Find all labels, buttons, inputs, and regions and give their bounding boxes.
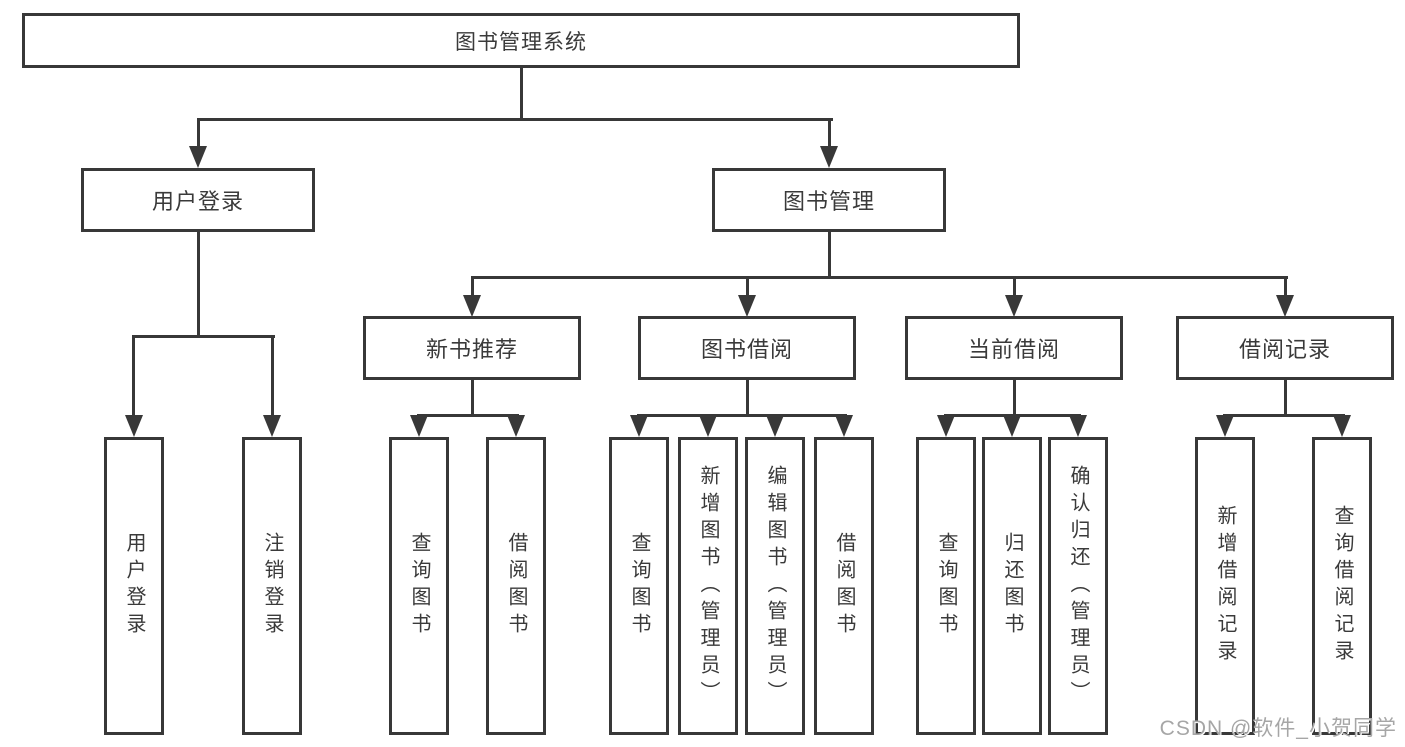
connector-new-book-split — [417, 414, 519, 417]
node-leaf-edit-book-admin-label: 编辑图书（管理员） — [764, 464, 786, 708]
connector-root-split — [197, 118, 833, 121]
node-book-management-label: 图书管理 — [782, 189, 875, 214]
node-borrowing-records-label: 借阅记录 — [1238, 337, 1331, 362]
node-leaf-return-books-label: 归还图书 — [1001, 532, 1023, 640]
arrowhead-new-book — [463, 295, 481, 317]
connector-current-shaft — [1013, 276, 1016, 298]
arrowhead-bb-edit — [766, 415, 784, 437]
csdn-watermark: CSDN @软件_小贺同学 — [1159, 717, 1397, 740]
node-leaf-user-login: 用户登录 — [104, 437, 164, 735]
arrowhead-book-borrow — [738, 295, 756, 317]
node-leaf-query-borrow-record: 查询借阅记录 — [1312, 437, 1372, 735]
connector-new-book-shaft — [471, 276, 474, 298]
connector-user-login-split — [132, 335, 275, 338]
arrowhead-rec-add — [1216, 415, 1234, 437]
node-leaf-add-book-admin-label: 新增图书（管理员） — [697, 464, 719, 708]
node-book-management: 图书管理 — [712, 168, 946, 232]
node-user-login: 用户登录 — [81, 168, 315, 232]
connector-root-stem — [520, 68, 523, 120]
arrowhead-current — [1005, 295, 1023, 317]
node-leaf-logout-label: 注销登录 — [261, 532, 283, 640]
node-leaf-edit-book-admin: 编辑图书（管理员） — [745, 437, 805, 735]
node-leaf-add-borrow-record: 新增借阅记录 — [1195, 437, 1255, 735]
node-leaf-bb-query-books-label: 查询图书 — [628, 532, 650, 640]
node-user-login-label: 用户登录 — [151, 189, 244, 214]
node-leaf-cb-query-books: 查询图书 — [916, 437, 976, 735]
connector-user-login-stem — [197, 232, 200, 337]
node-new-book-recommendation: 新书推荐 — [363, 316, 581, 380]
node-leaf-add-borrow-record-label: 新增借阅记录 — [1214, 505, 1236, 667]
arrowhead-records — [1276, 295, 1294, 317]
node-borrowing-records: 借阅记录 — [1176, 316, 1394, 380]
node-library-system-label: 图书管理系统 — [455, 30, 587, 54]
node-leaf-bb-query-books: 查询图书 — [609, 437, 669, 735]
arrowhead-bb-add — [699, 415, 717, 437]
connector-book-borrow-shaft — [746, 276, 749, 298]
node-leaf-logout: 注销登录 — [242, 437, 302, 735]
node-new-book-recommendation-label: 新书推荐 — [425, 337, 518, 362]
node-leaf-bb-borrow-books: 借阅图书 — [814, 437, 874, 735]
connector-book-mgmt-split — [471, 276, 1288, 279]
arrowhead-login-leaf — [125, 415, 143, 437]
node-leaf-query-borrow-record-label: 查询借阅记录 — [1331, 505, 1353, 667]
node-leaf-cb-query-books-label: 查询图书 — [935, 532, 957, 640]
connector-book-mgmt-stem — [828, 232, 831, 279]
connector-book-borrow-split — [637, 414, 847, 417]
connector-book-mgmt-shaft — [828, 118, 831, 148]
connector-new-book-stem — [471, 380, 474, 417]
node-book-borrowing-label: 图书借阅 — [700, 337, 793, 362]
node-leaf-confirm-return-admin-label: 确认归还（管理员） — [1067, 464, 1089, 708]
node-book-borrowing: 图书借阅 — [638, 316, 856, 380]
connector-book-borrow-stem — [746, 380, 749, 417]
node-leaf-add-book-admin: 新增图书（管理员） — [678, 437, 738, 735]
arrowhead-bb-borrow — [835, 415, 853, 437]
arrowhead-logout — [263, 415, 281, 437]
arrowhead-rec-query — [1333, 415, 1351, 437]
node-leaf-nb-query-books: 查询图书 — [389, 437, 449, 735]
connector-records-shaft — [1284, 276, 1287, 298]
arrowhead-nb-borrow — [507, 415, 525, 437]
connector-current-stem — [1013, 380, 1016, 417]
arrowhead-book-mgmt — [820, 146, 838, 168]
node-leaf-nb-borrow-books: 借阅图书 — [486, 437, 546, 735]
arrowhead-nb-query — [410, 415, 428, 437]
node-leaf-user-login-label: 用户登录 — [123, 532, 145, 640]
arrowhead-cb-query — [937, 415, 955, 437]
arrowhead-cb-confirm — [1069, 415, 1087, 437]
arrowhead-user-login — [189, 146, 207, 168]
node-library-system: 图书管理系统 — [22, 13, 1020, 68]
node-leaf-nb-borrow-books-label: 借阅图书 — [505, 532, 527, 640]
node-current-borrowing: 当前借阅 — [905, 316, 1123, 380]
connector-records-stem — [1284, 380, 1287, 417]
node-current-borrowing-label: 当前借阅 — [967, 337, 1060, 362]
node-leaf-return-books: 归还图书 — [982, 437, 1042, 735]
arrowhead-cb-return — [1003, 415, 1021, 437]
node-leaf-bb-borrow-books-label: 借阅图书 — [833, 532, 855, 640]
connector-logout-shaft — [271, 335, 274, 416]
connector-records-split — [1223, 414, 1345, 417]
node-leaf-confirm-return-admin: 确认归还（管理员） — [1048, 437, 1108, 735]
arrowhead-bb-query — [630, 415, 648, 437]
node-leaf-nb-query-books-label: 查询图书 — [408, 532, 430, 640]
connector-login-leaf-shaft — [132, 335, 135, 416]
connector-user-login-shaft — [197, 118, 200, 148]
